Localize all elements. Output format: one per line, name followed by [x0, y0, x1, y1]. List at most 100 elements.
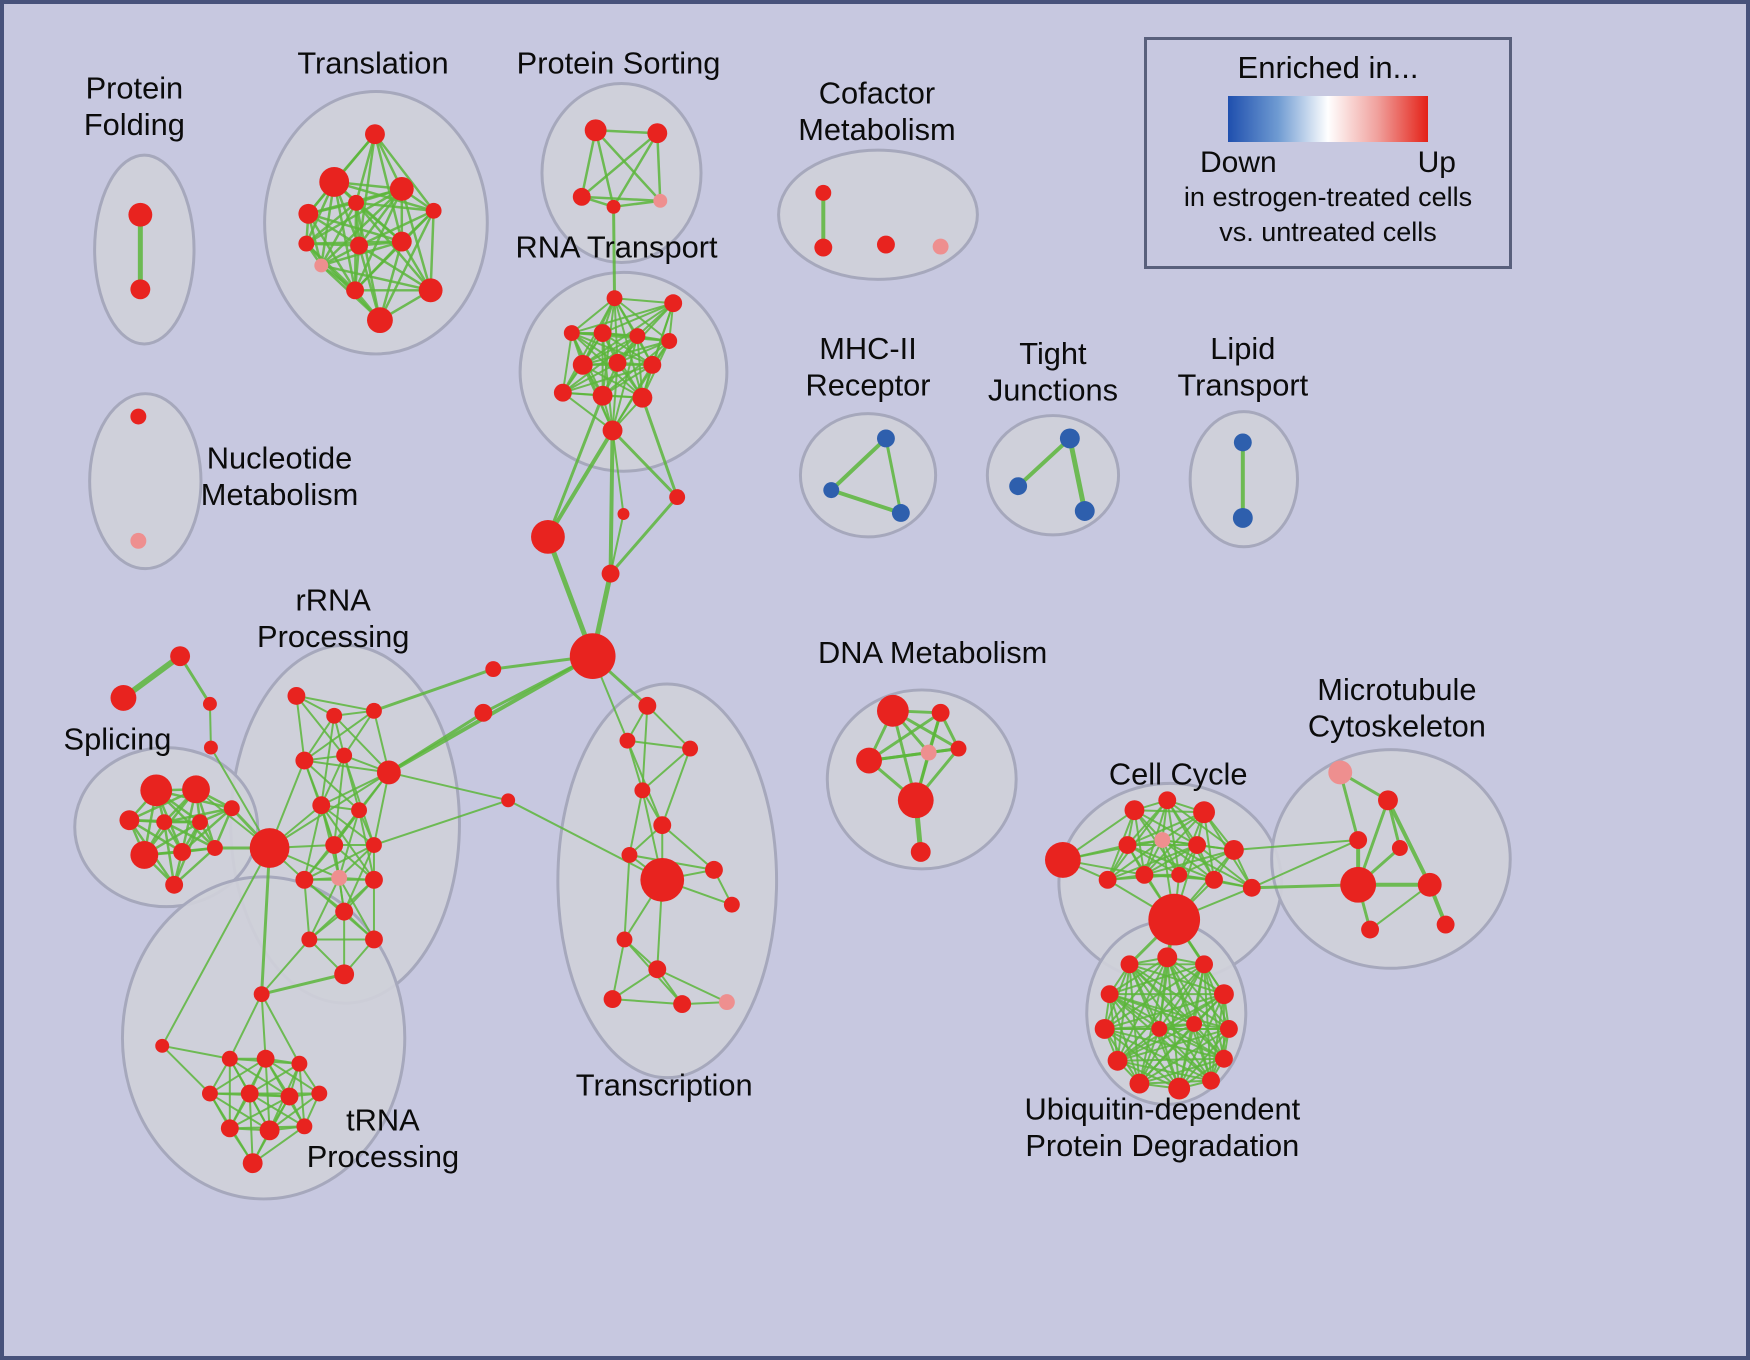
network-edge: [354, 201, 404, 243]
network-edge: [400, 187, 432, 292]
network-edge: [581, 302, 675, 366]
gene-set-node-tl4: [348, 194, 365, 211]
network-edge: [1108, 993, 1196, 1025]
gene-set-node-cm4: [932, 238, 949, 255]
network-edge: [1103, 1022, 1196, 1030]
network-edge: [268, 1092, 321, 1132]
network-edge: [378, 209, 435, 322]
network-edge: [609, 512, 625, 575]
cluster-label-nucleotide-metabolism: Metabolism: [201, 477, 358, 512]
network-edge: [612, 205, 617, 300]
gene-set-node-ps5: [653, 193, 668, 208]
network-edge: [661, 824, 715, 871]
gene-set-node-tl6: [425, 202, 442, 219]
network-edge: [372, 667, 495, 713]
gene-set-node-tx4: [634, 782, 651, 799]
gene-set-node-rt5: [629, 328, 646, 344]
network-edge: [248, 1062, 301, 1095]
network-edge: [611, 968, 659, 1001]
gene-set-node-nm2: [130, 532, 147, 549]
network-edge: [372, 799, 510, 847]
gene-set-node-tx1: [638, 696, 657, 715]
cluster-label-rrna-processing: rRNA: [296, 582, 372, 617]
cluster-label-protein-folding: Folding: [84, 107, 185, 142]
gene-set-node-tx6: [621, 847, 638, 863]
network-edge: [161, 847, 271, 1047]
network-edge: [580, 195, 662, 203]
gene-set-node-tx9: [723, 896, 740, 913]
gene-set-node-ps3: [572, 187, 591, 206]
network-edge: [228, 1057, 291, 1098]
gene-set-node-rr16: [301, 931, 318, 948]
network-edge: [1103, 963, 1206, 1030]
cluster-label-dna-metabolism: DNA Metabolism: [818, 635, 1047, 670]
gene-set-node-tl12: [418, 278, 443, 303]
gene-set-node-tx11: [648, 960, 667, 979]
network-edge: [546, 394, 605, 539]
gene-set-node-cc1: [1044, 842, 1081, 878]
gene-set-node-rr11: [366, 837, 382, 853]
gene-set-node-ub10: [1129, 1073, 1150, 1094]
gene-set-node-rr2: [326, 707, 343, 724]
gene-set-node-rr17: [365, 930, 383, 949]
cluster-label-mhc2-receptor: MHC-II: [819, 331, 917, 366]
gene-set-node-sp8: [173, 843, 192, 861]
gene-set-node-tx8: [705, 860, 723, 879]
cluster-label-ubiquitin-degradation: Ubiquitin-dependent: [1024, 1091, 1300, 1126]
network-edge: [611, 429, 625, 515]
network-edge: [1106, 839, 1164, 881]
legend-gradient-bar: [1228, 96, 1428, 142]
gene-set-node-tx13: [673, 995, 692, 1014]
gene-set-node-tn6: [240, 1084, 259, 1103]
gene-set-node-mh1: [876, 429, 895, 448]
gene-set-node-ncc: [501, 793, 516, 808]
network-edge: [613, 297, 671, 342]
cluster-label-nucleotide-metabolism: Nucleotide: [207, 440, 353, 475]
network-edge: [640, 396, 679, 499]
network-edge: [1126, 811, 1206, 847]
cluster-label-lipid-transport: Lipid: [1210, 331, 1275, 366]
gene-set-node-dm3: [856, 747, 882, 774]
gene-set-node-rt11: [592, 385, 613, 406]
gene-set-node-nca: [485, 661, 502, 678]
network-edge: [320, 201, 358, 267]
network-edge: [208, 702, 212, 749]
network-edge: [353, 240, 404, 292]
cluster-label-trna-processing: tRNA: [346, 1102, 420, 1137]
cluster-ellipse-protein-folding: [93, 153, 196, 346]
network-edge: [1158, 1027, 1225, 1060]
gene-set-node-tl7: [298, 235, 315, 252]
network-edge: [1106, 844, 1199, 881]
gene-set-node-cc12: [1205, 870, 1223, 889]
network-edge: [208, 1057, 267, 1095]
network-edge: [354, 132, 377, 205]
gene-set-node-tj3: [1074, 501, 1095, 521]
cluster-label-protein-folding: Protein: [86, 70, 184, 105]
network-edge: [1108, 993, 1213, 1082]
gene-set-node-ub2: [1157, 947, 1178, 968]
gene-set-node-tx12: [603, 990, 622, 1009]
gene-set-node-hb3: [617, 508, 630, 520]
gene-set-node-tx3: [682, 740, 699, 757]
gene-set-node-tn3: [256, 1049, 275, 1068]
network-edge: [387, 771, 510, 802]
network-edge: [626, 739, 692, 750]
gene-set-node-cc11: [1171, 866, 1188, 883]
gene-set-node-ps4: [606, 199, 621, 214]
gene-set-node-cm1: [815, 184, 832, 201]
gene-set-node-rr8: [312, 796, 331, 815]
gene-set-node-rt3: [563, 325, 580, 342]
network-edge: [320, 754, 346, 807]
cluster-ellipse-tight-junctions: [985, 414, 1121, 537]
network-edge: [608, 428, 615, 576]
cluster-label-rna-transport: RNA Transport: [516, 230, 718, 265]
gene-set-node-sp3: [119, 810, 140, 831]
network-edge: [228, 1095, 291, 1130]
network-edge: [307, 212, 357, 292]
gene-set-node-tn12: [242, 1153, 263, 1174]
gene-set-node-tn11: [296, 1118, 313, 1135]
gene-set-node-ub1: [1120, 955, 1139, 974]
network-edge: [656, 131, 662, 203]
